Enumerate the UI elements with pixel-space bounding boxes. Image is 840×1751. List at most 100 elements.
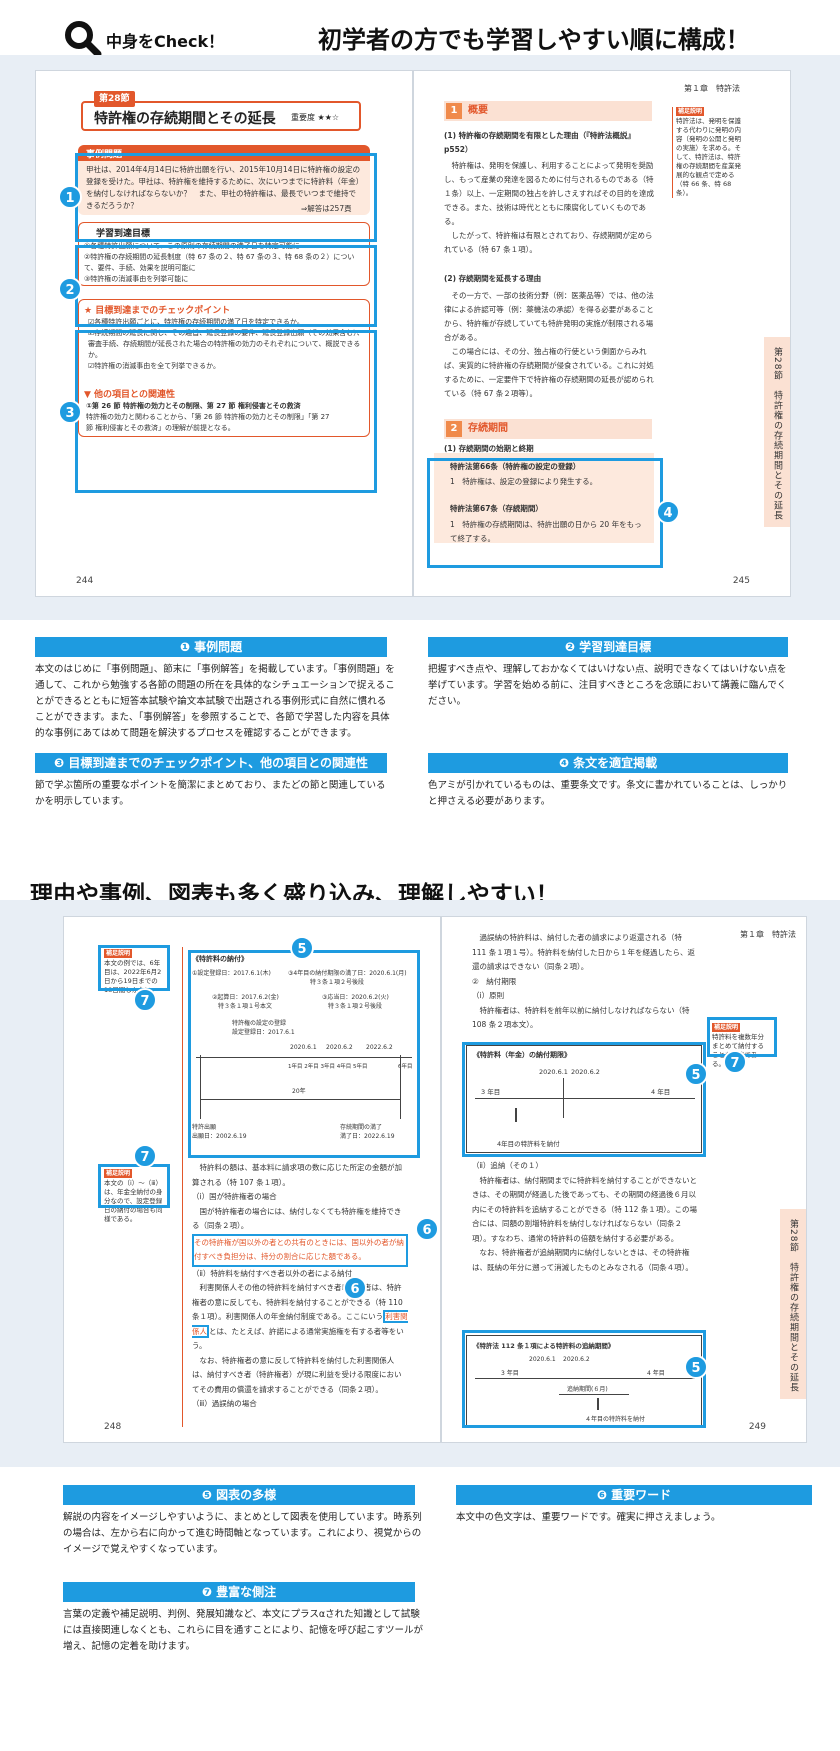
diagram-label: 存続期間の満了 bbox=[340, 1124, 383, 1131]
paragraph: （ⅰ）原則 bbox=[472, 991, 505, 1000]
side-note: 補足説明特許法は、発明を保護する代わりに発明の内容（発明の公開と発明の実施）を求… bbox=[672, 107, 742, 198]
checkpoint-box bbox=[78, 299, 370, 437]
year-labels: 1年目 2年目 3年目 4年目 5年目 bbox=[288, 1063, 368, 1072]
important-word: その特許権が国以外の者との共有のときには、国以外の者が納付すべき負担分は、持分の… bbox=[192, 1233, 408, 1267]
year-label: 6年目 bbox=[398, 1064, 413, 1070]
goal-item: ②特許権の存続期間の延長制度（特 67 条の２、特 67 条の３、特 68 条の… bbox=[84, 253, 355, 272]
highlight-7c bbox=[707, 1017, 777, 1057]
marker-4: 4 bbox=[656, 500, 680, 524]
date-label: 2020.6.2 bbox=[563, 1356, 590, 1363]
side-note-label: 補足説明 bbox=[712, 1023, 741, 1032]
page-number: 249 bbox=[748, 1422, 766, 1432]
highlight-2 bbox=[75, 245, 377, 327]
diagram-label: 特許出願 bbox=[192, 1124, 217, 1131]
page-number: 244 bbox=[76, 576, 94, 586]
paragraph: 特許権者は、納付期間までに特許料を納付することができないときは、その期間が経過し… bbox=[472, 1175, 698, 1243]
span-label: 20年 bbox=[292, 1088, 306, 1095]
badge-label: 中身をCheck！ bbox=[106, 32, 225, 51]
goals-heading: 学習到達目標 bbox=[96, 229, 151, 239]
diagram-label: 特３条１項１号本文 bbox=[218, 1003, 273, 1010]
explain-6-text: 本文中の色文字は、重要ワードです。確実に押さえましょう。 bbox=[456, 1512, 721, 1523]
highlight-1 bbox=[75, 153, 377, 242]
relation-text: ①第 26 節 特許権の効力とその制限、第 27 節 権利侵害とその救済 特許権… bbox=[86, 401, 366, 434]
s1-subheading-2: (2) 存続期間を延長する理由 bbox=[444, 274, 542, 283]
side-note-label: 補足説明 bbox=[104, 1169, 133, 1178]
start-tick bbox=[200, 1055, 201, 1119]
highlight-paragraph: その特許権が国以外の者との共有のときには、国以外の者が納付すべき負担分は、持分の… bbox=[192, 1233, 408, 1267]
year-label: 3 年目 bbox=[481, 1088, 501, 1096]
timeline-axis bbox=[475, 1098, 695, 1099]
page-248: 補足説明本文の例では、6年目は、2022年6月2日から19日までの18日間しかな… bbox=[63, 916, 441, 1443]
paragraph: その一方で、一部の技術分野（例：医薬品等）では、他の法律による許認可等（例：薬機… bbox=[444, 291, 654, 342]
check-list: ☑各種特許出願ごとに、特許権の存続期間の満了日を特定できるか。 ☑存続期間の延長… bbox=[88, 317, 364, 372]
date-label: 2022.6.2 bbox=[366, 1044, 393, 1051]
timeline-axis bbox=[196, 1057, 412, 1058]
diagram-label: ③4年目の納付期限の満了日：2020.6.1(月) bbox=[288, 970, 407, 977]
side-note-label: 補足説明 bbox=[104, 949, 133, 958]
explain-6-label: ❻ 重要ワード bbox=[456, 1485, 812, 1505]
article-67-text: 1 特許権の存続期間は、特許出願の日から 20 年をもって終了する。 bbox=[450, 520, 642, 543]
body-248: 特許料の額は、基本料に請求項の数に応じた所定の金額が加算される（特 107 条１… bbox=[192, 1161, 408, 1412]
explain-4-label: ❹ 条文を適宜掲載 bbox=[428, 753, 788, 773]
relation-heading: ▼ 他の項目との関連性 bbox=[84, 390, 175, 400]
side-note-text: 特許法は、発明を保護する代わりに発明の内容（発明の公開と発明の実施）を求める。そ… bbox=[676, 117, 741, 197]
section-title: 特許権の存続期間とその延長 bbox=[94, 111, 276, 127]
vertical-tab-label: 第28節 特許権の存続期間とその延長 bbox=[772, 347, 782, 521]
paragraph: なお、特許権者が追納期間内に納付しないときは、その特許権は、既納の年分に遡って消… bbox=[472, 1248, 693, 1272]
payment-diagram: 《特許料の納付》 ①設定登録日：2017.6.1(木) ③4年目の納付期限の満了… bbox=[192, 955, 418, 1155]
body-249-top: 過誤納の特許料は、納付した者の請求により返還される（特 111 条１項１号）。特… bbox=[472, 931, 698, 1033]
marker-7: 7 bbox=[133, 1144, 157, 1168]
paragraph: （ⅱ）特許料を納付すべき者以外の者による納付 bbox=[192, 1268, 353, 1278]
article-66-text: 1 特許権は、設定の登録により発生する。 bbox=[450, 477, 598, 486]
s1-subheading: (1) 特許権の存続期間を有限とした理由（『特許法概説』p552） bbox=[444, 131, 635, 154]
marker-6: 6 bbox=[415, 1217, 439, 1241]
s1-body-2: その一方で、一部の技術分野（例：医薬品等）では、他の法律による許認可等（例：薬機… bbox=[444, 289, 654, 401]
year-label: 5年目 bbox=[353, 1064, 368, 1070]
marker-3: 3 bbox=[58, 400, 82, 424]
section-1-title: 概要 bbox=[468, 105, 488, 116]
diagram-label: ①設定登録日：2017.6.1(木) bbox=[192, 970, 271, 977]
diagram-label: 特３条１項２号後段 bbox=[328, 1003, 383, 1010]
s2-subheading: (1) 存続期間の始期と終期 bbox=[444, 444, 534, 453]
goal-item: ③特許権の消滅事由を列挙可能に bbox=[84, 275, 189, 283]
diagram-label: 設定登録日：2017.6.1 bbox=[232, 1029, 295, 1036]
marker-1: 1 bbox=[58, 185, 82, 209]
paragraph: なお、特許権者の意に反して特許料を納付した利害関係人は、納付すべき者（特許権者）… bbox=[192, 1355, 402, 1394]
timeline-axis bbox=[475, 1378, 695, 1379]
marker-7: 7 bbox=[133, 988, 157, 1012]
article-box bbox=[434, 453, 654, 543]
check-badge: 中身をCheck！ bbox=[62, 18, 232, 58]
important-word: 利害関係人 bbox=[192, 1310, 408, 1338]
year-label: 4年目 bbox=[336, 1064, 352, 1070]
explain-2-text: 把握すべき点や、理解しておかなくてはいけない点、説明できなくてはいけない点を挙げ… bbox=[428, 664, 787, 707]
section-no: 28 bbox=[108, 94, 121, 104]
relation-line: 節 権利侵害とその救済」の理解が前提となる。 bbox=[86, 424, 235, 432]
explain-3-label: ❸ 目標到達までのチェックポイント、他の項目との関連性 bbox=[35, 753, 387, 773]
marker-5: 5 bbox=[684, 1355, 708, 1379]
section-badge: 第28節 bbox=[94, 91, 135, 107]
side-rule bbox=[182, 947, 183, 1427]
year-label: 2年目 bbox=[304, 1064, 319, 1070]
diagram-label: 特３条１項２号後段 bbox=[310, 979, 365, 986]
highlight-5b bbox=[462, 1042, 706, 1157]
check-item: ☑特許権の消滅事由を全て列挙できるか。 bbox=[88, 362, 220, 370]
chapter-header: 第１章 特許法 bbox=[740, 930, 796, 939]
marker-6: 6 bbox=[343, 1276, 367, 1300]
late-period-label: 追納期間(６月) bbox=[567, 1386, 608, 1393]
late-period-span bbox=[559, 1394, 629, 1395]
year-label: 4 年目 bbox=[651, 1088, 671, 1096]
headline-1: 初学者の方でも学習しやすい順に構成！ bbox=[318, 26, 750, 54]
year-label: 3年目 bbox=[320, 1064, 336, 1070]
marker-7: 7 bbox=[723, 1050, 747, 1074]
explain-7-label: ❼ 豊富な側注 bbox=[63, 1582, 415, 1602]
side-note-label: 補足説明 bbox=[676, 107, 705, 116]
importance-stars: ★★☆ bbox=[317, 113, 340, 122]
page-number: 245 bbox=[732, 576, 750, 586]
diagram-label: 特許権の設定の登録 bbox=[232, 1020, 287, 1027]
year-label: 4 年目 bbox=[647, 1370, 665, 1377]
marker-2: 2 bbox=[58, 277, 82, 301]
section-2-title: 存続期間 bbox=[468, 423, 508, 434]
section-prefix: 第 bbox=[99, 94, 109, 104]
paragraph: （ⅲ）過誤納の場合 bbox=[192, 1399, 257, 1408]
